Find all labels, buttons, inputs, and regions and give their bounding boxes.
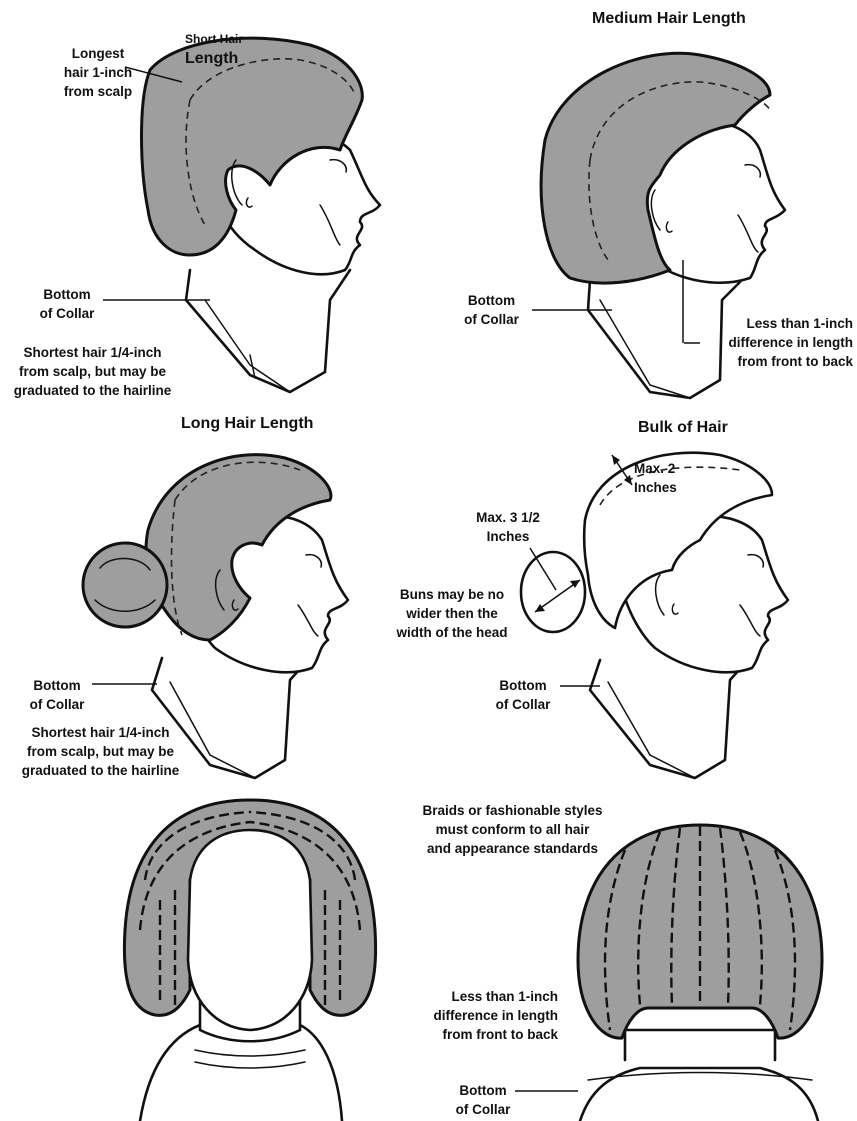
- short-hair-neck-collar: [186, 270, 350, 392]
- long-hair-title: Long Hair Length: [181, 414, 313, 434]
- short-collar-label: Bottom of Collar: [32, 285, 102, 323]
- bulk-buns-label: Buns may be no wider then the width of t…: [387, 585, 517, 642]
- long-shortest-label: Shortest hair 1/4-inch from scalp, but m…: [13, 723, 188, 780]
- braids-standards-label: Braids or fashionable styles must confor…: [405, 801, 620, 858]
- bulk-hair-profile-figure: [521, 453, 788, 778]
- bulk-max3-label: Max. 3 1/2 Inches: [468, 508, 548, 546]
- short-hair-title: Short Hair Length: [185, 9, 243, 69]
- short-hair-title-large: Length: [185, 50, 238, 67]
- front-view-figure: [124, 800, 375, 1121]
- front-face: [188, 830, 312, 1030]
- long-hair-bun: [83, 543, 167, 627]
- long-collar-label: Bottom of Collar: [22, 676, 92, 714]
- bulk-collar-label: Bottom of Collar: [488, 676, 558, 714]
- short-hair-title-small: Short Hair: [185, 32, 243, 46]
- back-view-figure: [578, 825, 822, 1121]
- bulk-max2-label: Max. 2 Inches: [634, 459, 677, 497]
- short-shortest-label: Shortest hair 1/4-inch from scalp, but m…: [5, 343, 180, 400]
- bulk-bun: [521, 552, 585, 632]
- medium-difference-label: Less than 1-inch difference in length fr…: [688, 314, 853, 371]
- medium-collar-label: Bottom of Collar: [454, 291, 529, 329]
- bulk-neck-collar: [590, 660, 748, 778]
- braids-collar-label: Bottom of Collar: [448, 1081, 518, 1119]
- braids-difference-label: Less than 1-inch difference in length fr…: [400, 987, 558, 1044]
- short-longest-label: Longest hair 1-inch from scalp: [58, 44, 138, 101]
- medium-hair-title: Medium Hair Length: [592, 9, 746, 29]
- short-hair-profile-figure: [142, 38, 381, 392]
- bulk-hair-title: Bulk of Hair: [638, 418, 728, 438]
